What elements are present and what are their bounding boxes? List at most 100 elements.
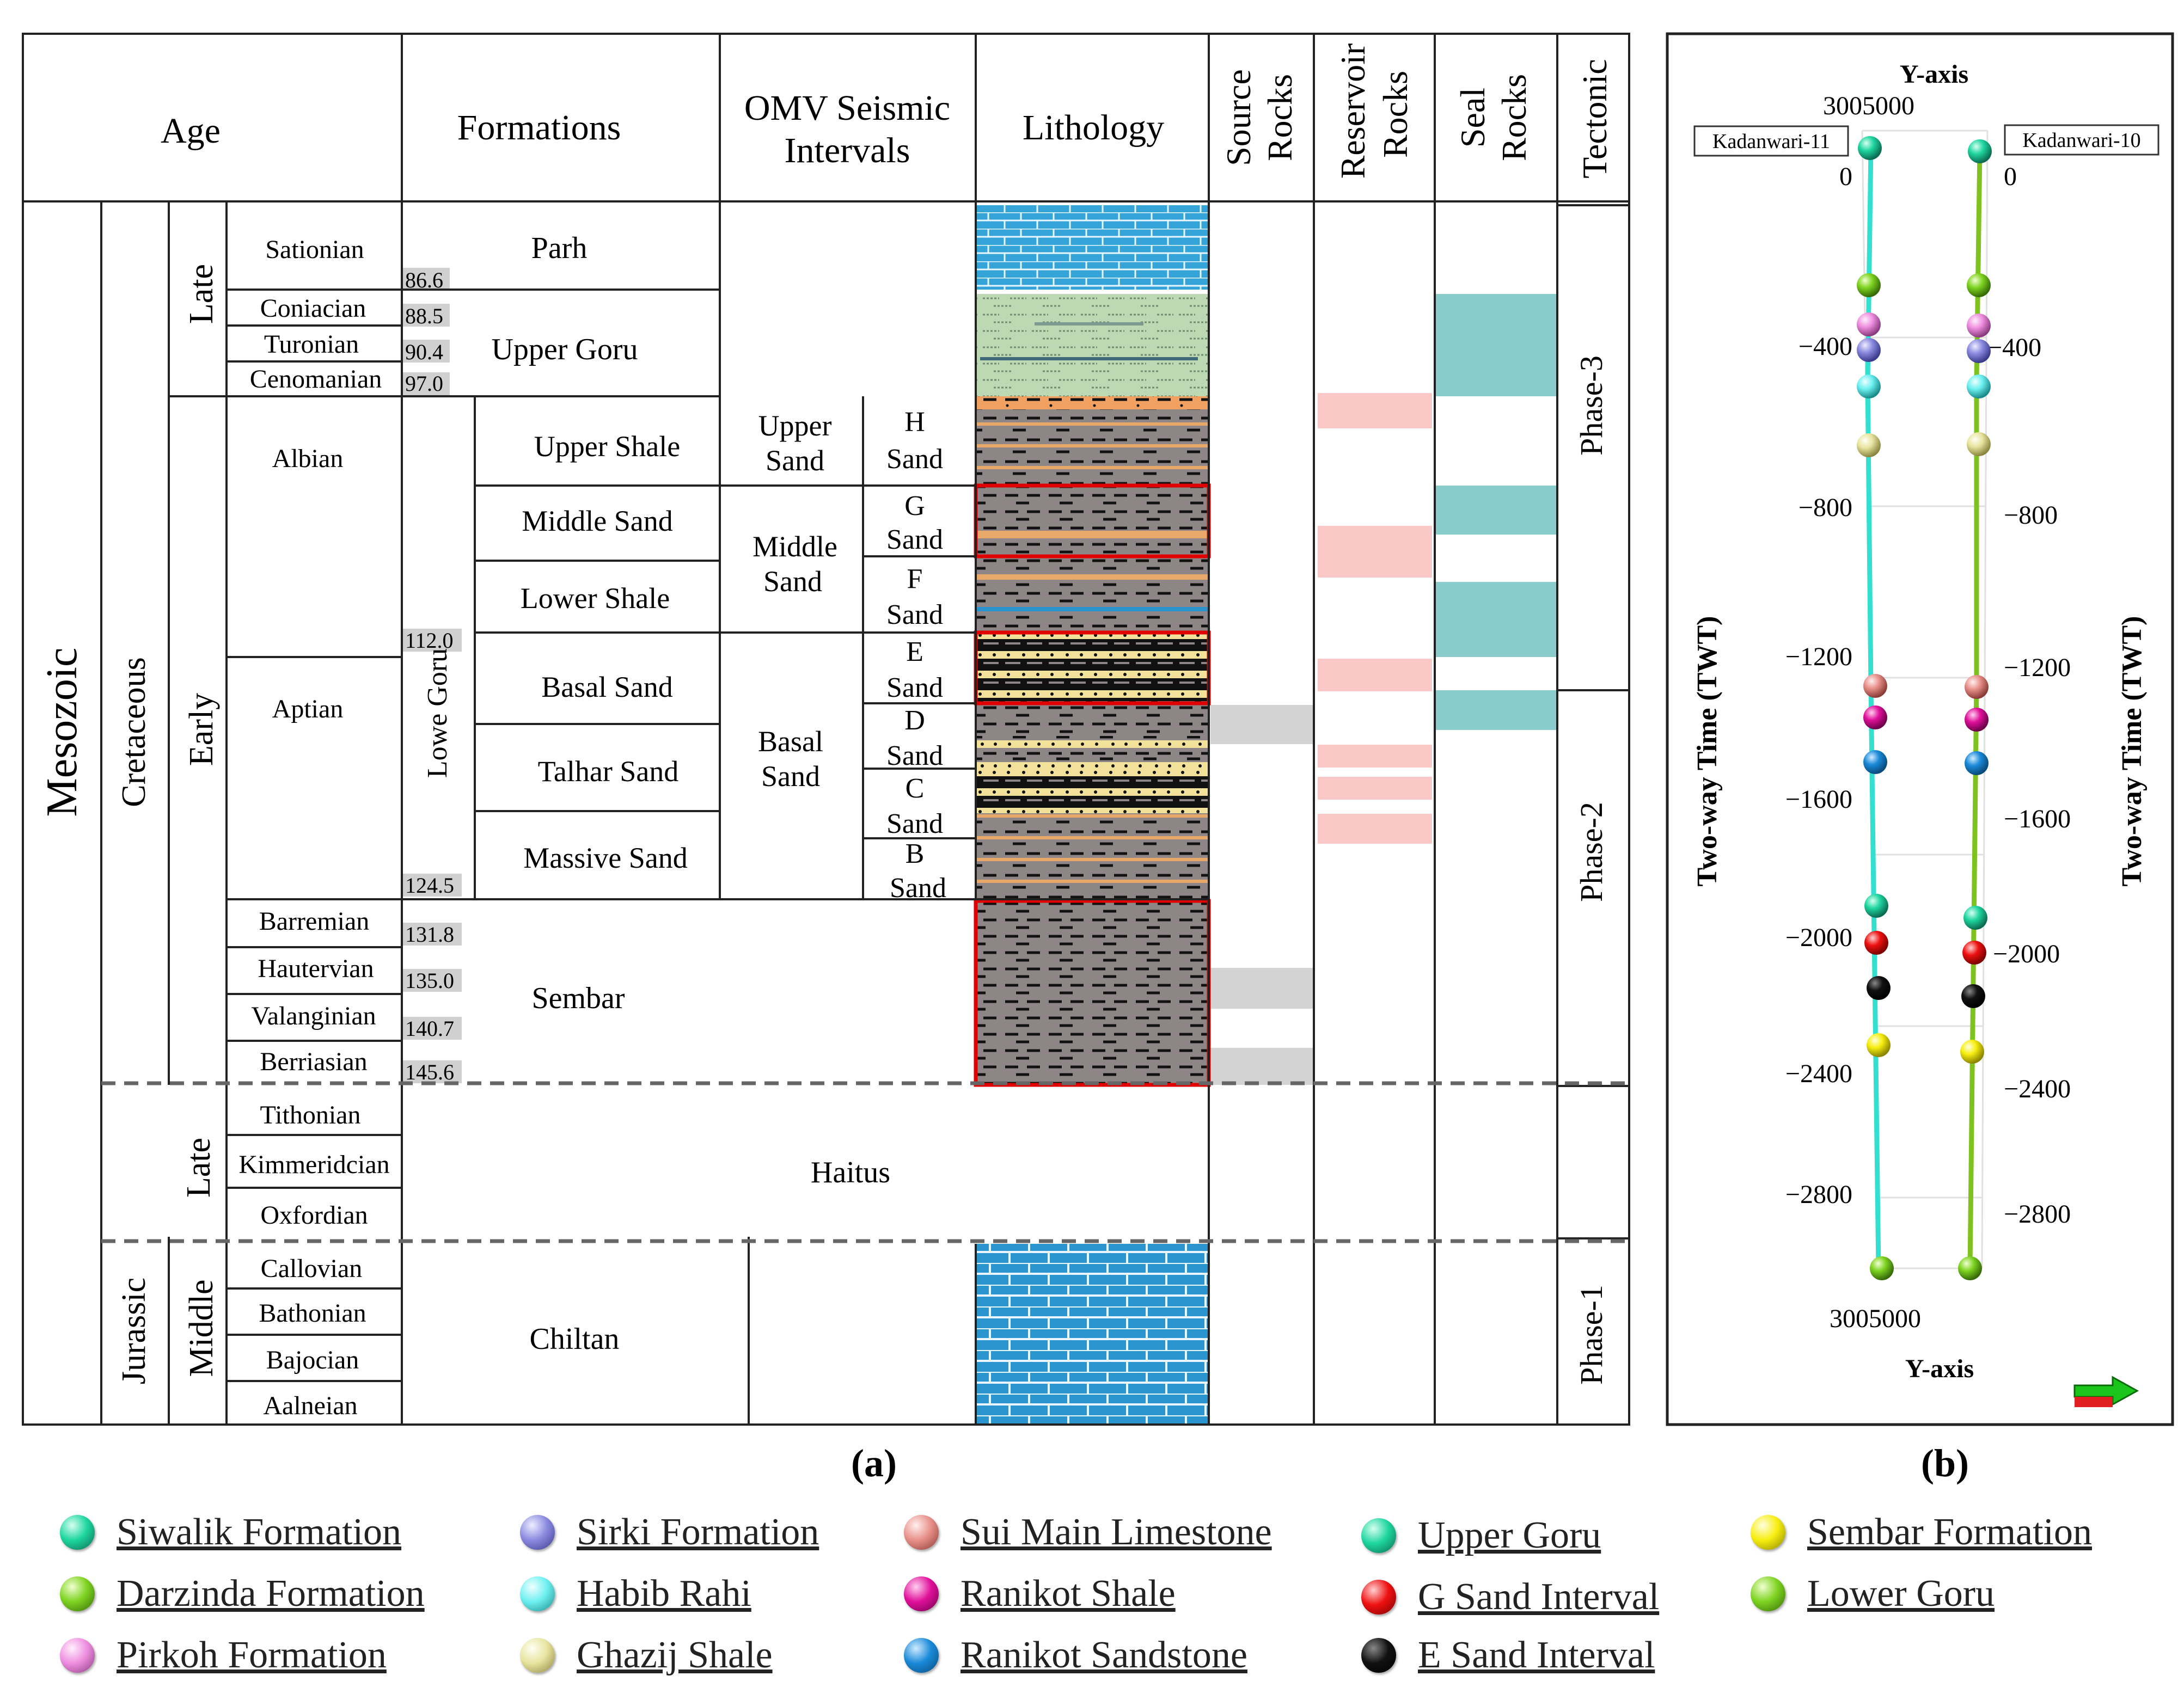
figure-canvas: Age Formations OMV Seismic Intervals Lit… — [22, 32, 2174, 1485]
age-value: 145.6 — [405, 1060, 454, 1084]
header-lithology: Lithology — [1023, 108, 1164, 148]
age-value-boxes — [402, 268, 462, 1083]
marker-pirkoh — [1967, 314, 1991, 337]
g-sand-marker-icon — [1361, 1580, 1396, 1615]
ranikot-sandstone-marker-icon — [904, 1638, 939, 1673]
header-tectonic: Tectonic — [1575, 59, 1614, 178]
marker-ranikot-sandstone — [1863, 750, 1887, 774]
legend-item: Sui Main Limestone — [904, 1502, 1272, 1562]
well-track-kadanwari-10 — [1967, 151, 1983, 1269]
stage-label: Oxfordian — [260, 1201, 368, 1230]
sand-interval-letter: B — [906, 838, 925, 869]
stage-label: Valanginian — [251, 1002, 376, 1030]
right-tick-label: −2800 — [2004, 1200, 2071, 1229]
age-value: 112.0 — [405, 628, 454, 653]
age-value: 140.7 — [405, 1016, 454, 1041]
header-omv-line2: Intervals — [785, 131, 910, 170]
right-time-ticks: 0 −400 −800 −1200 −1600 −2000 −2400 −280… — [1987, 162, 2071, 1229]
right-tick-label: −2000 — [1993, 940, 2060, 968]
stage-label: Kimmeridcian — [238, 1150, 389, 1179]
left-tick-label: −2800 — [1785, 1180, 1852, 1209]
legend-item: Sembar Formation — [1751, 1502, 2092, 1562]
legend-item: Habib Rahi — [520, 1564, 751, 1624]
sand-interval-letter: C — [906, 773, 925, 804]
well-label-kadanwari-11: Kadanwari-11 — [1712, 130, 1830, 153]
lithology-column — [976, 205, 1209, 1423]
legend-label: G Sand Interval — [1418, 1576, 1660, 1618]
era-label: Mesozoic — [38, 647, 86, 817]
source-rock-bands — [1210, 705, 1314, 1085]
member-label: Upper Shale — [534, 430, 680, 463]
marker-habib-rahi — [1967, 375, 1991, 398]
marker-legend: Siwalik Formation Darzinda Formation Pir… — [0, 1492, 2184, 1698]
left-tick-label: 0 — [1839, 162, 1852, 191]
marker-siwalik — [1968, 139, 1992, 163]
marker-lower-goru — [1958, 1256, 1982, 1280]
marker-sirki — [1967, 339, 1991, 363]
marker-ghazij — [1857, 433, 1881, 457]
epoch-label-early-cretaceous: Early — [183, 693, 220, 766]
header-source-line1: Source — [1219, 69, 1258, 166]
age-value: 135.0 — [405, 968, 454, 993]
right-tick-label: −1600 — [2004, 805, 2071, 833]
left-time-ticks: 0 −400 −800 −1200 −1600 −2000 −2400 −280… — [1785, 162, 1852, 1209]
stage-label: Bajocian — [266, 1346, 359, 1374]
well-correlation-panel: Y-axis 3005000 3005000 Y-axis Kadanwari-… — [1666, 32, 2174, 1485]
left-tick-label: −1200 — [1785, 642, 1852, 671]
right-tick-label: −400 — [1987, 333, 2041, 362]
stage-label: Barremian — [259, 907, 370, 936]
ghazij-marker-icon — [520, 1638, 555, 1673]
left-tick-label: −800 — [1798, 493, 1852, 522]
panel-b-caption: (b) — [1921, 1441, 1969, 1485]
header-age: Age — [161, 111, 221, 151]
right-tick-label: −2400 — [2004, 1075, 2071, 1103]
period-label-jurassic: Jurassic — [115, 1278, 152, 1384]
header-reservoir-line2: Rocks — [1376, 71, 1415, 158]
marker-sui-main — [1863, 674, 1887, 698]
right-tick-label: −1200 — [2004, 653, 2071, 682]
legend-item: Lower Goru — [1751, 1564, 1995, 1624]
marker-darzinda — [1967, 273, 1991, 297]
marker-lower-goru — [1870, 1256, 1894, 1280]
formation-labels: Parh Upper Goru Sembar Haitus Chiltan — [491, 231, 890, 1356]
sand-interval-letter: F — [907, 563, 923, 594]
well-label-kadanwari-10: Kadanwari-10 — [2022, 129, 2140, 152]
omv-group-labels: Upper Sand Middle Sand Basal Sand — [753, 409, 837, 793]
ranikot-shale-marker-icon — [904, 1576, 939, 1611]
left-tick-label: −400 — [1798, 332, 1852, 361]
y-coordinate-bottom: 3005000 — [1830, 1304, 1921, 1333]
legend-label: Upper Goru — [1418, 1514, 1601, 1556]
tectonic-phase-label: Phase-2 — [1574, 802, 1609, 902]
sand-interval-word: Sand — [886, 444, 943, 475]
stage-labels: Sationian Coniacian Turonian Cenomanian … — [238, 235, 389, 1420]
marker-upper-goru — [1963, 906, 1987, 930]
age-value: 86.6 — [405, 268, 443, 292]
age-value: 88.5 — [405, 304, 443, 328]
legend-label: Ghazij Shale — [577, 1634, 773, 1676]
omv-group-label: Sand — [763, 565, 822, 598]
marker-ranikot-shale — [1863, 705, 1887, 729]
legend-label: Lower Goru — [1807, 1573, 1995, 1615]
orientation-arrow-icon — [2073, 1376, 2139, 1407]
header-seal-line1: Seal — [1453, 88, 1492, 148]
stage-label: Hautervian — [258, 954, 374, 983]
marker-upper-goru — [1864, 894, 1888, 918]
legend-label: E Sand Interval — [1418, 1634, 1655, 1676]
legend-item: Darzinda Formation — [60, 1564, 425, 1624]
stage-label: Turonian — [264, 330, 359, 359]
stage-label: Coniacian — [260, 294, 366, 323]
marker-sui-main — [1965, 675, 1989, 699]
stage-label: Bathonian — [259, 1299, 366, 1328]
epoch-label-late-cretaceous: Late — [183, 264, 220, 324]
stage-label: Albian — [272, 444, 344, 473]
member-label: Lower Shale — [521, 582, 670, 615]
marker-g-sand — [1962, 941, 1986, 965]
header-source-line2: Rocks — [1261, 74, 1299, 161]
legend-item: Ranikot Shale — [904, 1564, 1176, 1624]
age-value: 124.5 — [405, 873, 454, 898]
header-seal-line2: Rocks — [1495, 74, 1533, 161]
left-tick-label: −1600 — [1785, 785, 1852, 814]
legend-item: Sirki Formation — [520, 1502, 819, 1562]
e-sand-marker-icon — [1361, 1638, 1396, 1673]
marker-ghazij — [1967, 432, 1991, 456]
